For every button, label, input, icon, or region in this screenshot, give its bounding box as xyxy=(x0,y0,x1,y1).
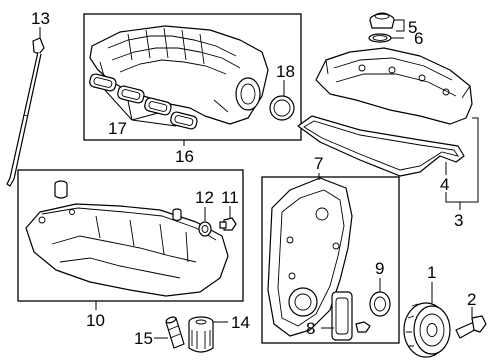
callout-9: 9 xyxy=(375,259,384,278)
callout-18: 18 xyxy=(276,62,295,81)
intake-manifold-group-box xyxy=(83,13,302,141)
callout-17: 17 xyxy=(108,119,127,138)
oil-pan-plug-cap-left xyxy=(54,180,68,199)
oil-dipstick xyxy=(6,37,45,187)
callout-14: 14 xyxy=(231,313,250,332)
callout-10: 10 xyxy=(86,311,105,330)
intake-manifold-gaskets xyxy=(89,73,198,130)
leader-3 xyxy=(445,117,479,210)
callout-13: 13 xyxy=(31,9,50,28)
oil-pan-plug-cap-right xyxy=(172,208,182,222)
callout-3: 3 xyxy=(454,211,463,230)
crankshaft-pulley xyxy=(403,302,451,358)
timing-cover-group-box xyxy=(261,176,400,344)
timing-cover-bolt xyxy=(355,321,371,333)
oil-drain-washer xyxy=(198,221,212,237)
throttle-body-gasket xyxy=(269,95,295,121)
callout-11: 11 xyxy=(221,188,239,207)
filler-cap-seal xyxy=(368,33,392,43)
callout-2: 2 xyxy=(467,290,476,309)
callout-16: 16 xyxy=(175,147,194,166)
leader-5 xyxy=(394,19,405,32)
callout-15: 15 xyxy=(134,329,153,348)
valve-cover xyxy=(315,47,473,125)
crankshaft-pulley-bolt xyxy=(455,315,487,339)
leader-17 xyxy=(103,88,177,127)
oil-filter-adapter xyxy=(165,316,185,349)
oil-pan xyxy=(25,203,229,297)
callout-5: 5 xyxy=(408,18,417,37)
callout-8: 8 xyxy=(306,319,315,338)
timing-cover-bracket xyxy=(331,291,353,341)
valve-cover-gasket xyxy=(297,115,465,177)
oil-drain-plug xyxy=(219,217,237,231)
callout-7: 7 xyxy=(314,154,323,173)
callout-6: 6 xyxy=(414,29,423,48)
callout-1: 1 xyxy=(427,263,436,282)
oil-filter xyxy=(188,316,214,353)
callout-12: 12 xyxy=(195,188,214,207)
timing-cover xyxy=(267,177,353,337)
oil-pan-group-box xyxy=(17,169,244,302)
callout-4: 4 xyxy=(440,175,449,194)
intake-manifold xyxy=(89,25,269,125)
oil-filler-cap xyxy=(369,12,395,29)
crankshaft-front-seal xyxy=(369,291,391,317)
